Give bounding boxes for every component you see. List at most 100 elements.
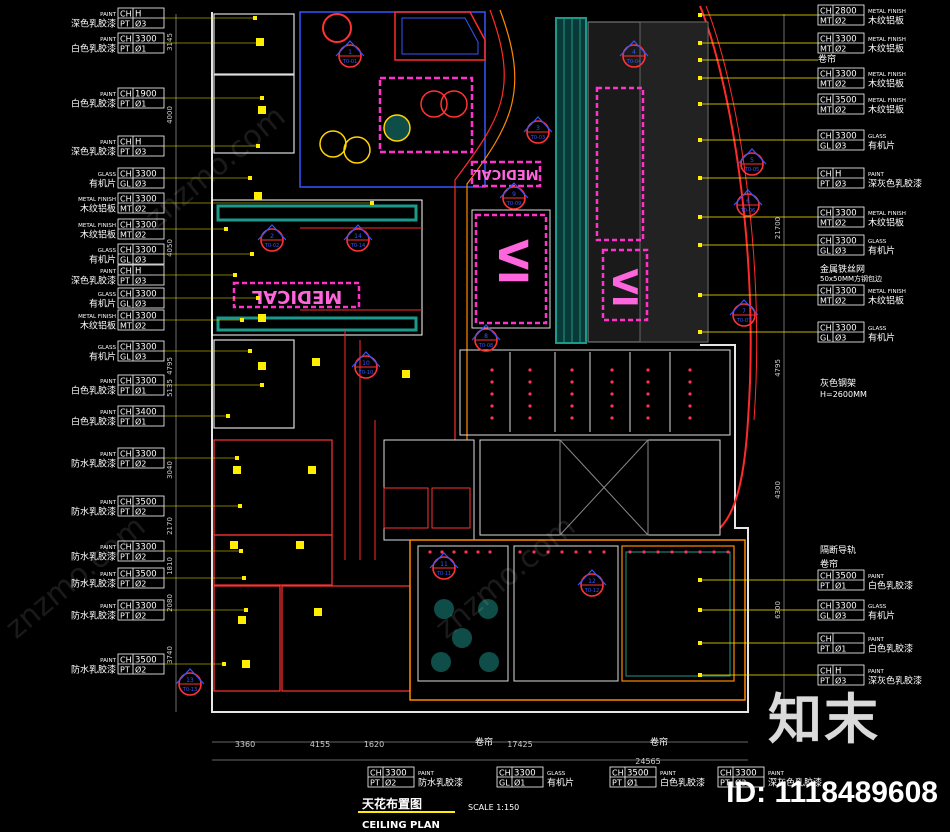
left-tag-code: CH [120,570,132,579]
downlight-fixture [402,370,410,378]
right-tag-subvalue: Ø3 [835,333,846,343]
left-tag-code: CH [120,343,132,352]
bottom-tag-code: CH [499,769,511,778]
right-tag-subcode: GL [820,142,831,151]
detail-callout[interactable]: 8T0-08 [471,324,501,352]
spot-fixture [528,404,532,408]
right-tag-value: H [835,667,841,677]
left-tag-category: PAINT [100,410,116,416]
bottom-tag-code: CH [612,769,624,778]
right-tag-subcode: GL [820,612,831,621]
spot-fixture [628,550,632,554]
spot-fixture [646,380,650,384]
left-tag-description: 有机片 [89,178,116,190]
bottom-tag-subvalue: Ø2 [385,778,396,788]
dim-left: 2080 [166,594,174,612]
callout-reference: T0-02 [264,243,279,249]
left-tag-value: 3300 [135,290,157,300]
right-tag-subcode: MT [820,80,832,89]
spot-fixture [588,550,592,554]
right-tag-category: METAL FINISH [868,37,906,43]
left-tag-code: CH [120,267,132,276]
left-tag-subcode: PT [120,387,130,396]
right-tag-code: CH [820,35,832,44]
downlight-fixture [312,358,320,366]
callout-number: 14 [354,233,362,240]
left-tag-code: CH [120,408,132,417]
right-tag-category: PAINT [868,637,884,643]
bottom-tag-subcode: PT [612,779,622,788]
left-tag-code: CH [120,377,132,386]
left-tag-value: 3400 [135,408,157,418]
detail-callout[interactable]: 2T0-02 [257,224,287,252]
detail-callout[interactable]: 7T0-07 [729,299,759,327]
detail-callout[interactable]: 5T0-05 [737,148,767,176]
dim-bottom: 1620 [364,740,384,749]
left-tag-category: PAINT [100,379,116,385]
right-tag-subvalue: Ø3 [835,676,846,686]
detail-callout[interactable]: 3T0-03 [523,116,553,144]
left-tag-subvalue: Ø2 [135,611,146,621]
right-tag-category: METAL FINISH [868,72,906,78]
left-tag-subvalue: Ø1 [135,44,146,54]
left-tag-description: 有机片 [89,298,116,310]
right-tag-subcode: GL [820,247,831,256]
right-tag-description: 木纹铝板 [868,104,904,116]
detail-callout[interactable]: 1T0-01 [335,40,365,68]
right-tag-value: 2800 [835,7,857,17]
callout-reference: T0-13 [182,687,197,693]
left-tag-code: CH [120,10,132,19]
downlight-fixture [258,362,266,370]
brand-mark-large: VI [489,239,535,285]
left-tag-subcode: GL [120,256,131,265]
left-tag-code: CH [120,221,132,230]
left-tag-subvalue: Ø3 [135,299,146,309]
right-tag-code: CH [820,324,832,333]
right-tag-category: METAL FINISH [868,9,906,15]
callout-number: 11 [440,561,448,568]
left-tag-description: 白色乳胶漆 [71,385,116,397]
left-tag-category: PAINT [100,452,116,458]
right-tag-subvalue: Ø2 [835,296,846,306]
bottom-tag-category: GLASS [547,771,566,777]
bottom-tag-description: 有机片 [547,777,574,789]
spot-fixture [490,416,494,420]
left-tag-subcode: PT [120,508,130,517]
spot-fixture [546,550,550,554]
downlight-fixture [233,466,241,474]
left-tag-subvalue: Ø2 [135,321,146,331]
detail-callout[interactable]: 9T0-09 [499,182,529,210]
right-tag-value: 3500 [835,96,857,106]
right-tag-value: H [835,170,841,180]
left-tag-code: CH [120,138,132,147]
left-tag-description: 白色乳胶漆 [71,416,116,428]
left-tag-value: 3300 [135,221,157,231]
detail-callout[interactable]: 4T0-04 [619,40,649,68]
bottom-tag-value: 3300 [385,769,407,779]
left-tag-code: CH [120,290,132,299]
left-tag-subcode: MT [120,231,132,240]
left-tag-value: 3300 [135,35,157,45]
callout-reference: T0-14 [350,243,365,249]
left-tag-value: 3300 [135,602,157,612]
drawing-title-en: CEILING PLAN [362,820,440,831]
detail-callout[interactable]: 6T0-06 [733,189,763,217]
left-tag-subvalue: Ø1 [135,386,146,396]
spot-fixture [570,392,574,396]
spot-fixture [646,404,650,408]
callout-reference: T0-04 [626,59,641,65]
right-tag-subvalue: Ø1 [835,581,846,591]
